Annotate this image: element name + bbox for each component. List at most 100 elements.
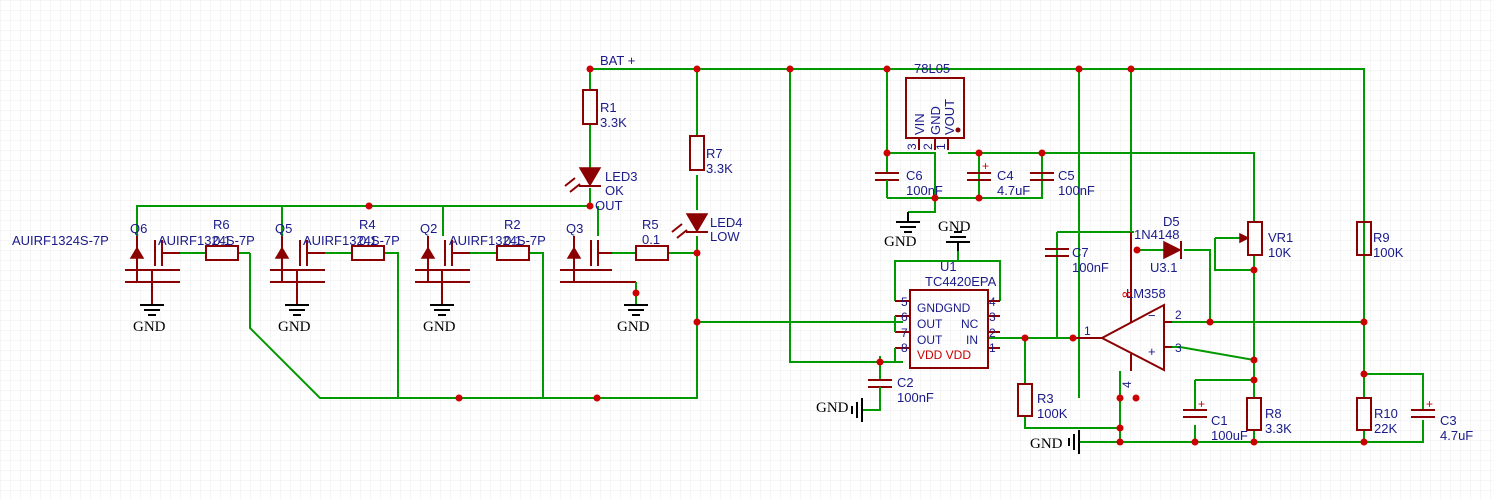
d5-value: 1N4148 (1134, 227, 1180, 242)
resistor-r9[interactable]: R9 100K (1356, 221, 1404, 260)
resistor-r3[interactable]: R3 100K (1017, 383, 1068, 421)
gnd-label: GND (278, 319, 311, 335)
gnd-q6: GND (133, 304, 166, 335)
resistor-r5[interactable]: R5 0.1 (635, 217, 669, 261)
opamp-u3[interactable]: − + U3.1 LM358 8 1 2 3 4 (1073, 232, 1182, 388)
capacitor-c3[interactable]: + C3 4.7uF (1411, 397, 1473, 443)
r10-value: 22K (1374, 421, 1397, 436)
reg-pin3: 3 (905, 143, 919, 150)
u1-ref: U1 (940, 259, 957, 274)
c2-ref: C2 (897, 375, 914, 390)
r4-ref: R4 (359, 217, 376, 232)
r5-value: 0.1 (642, 232, 660, 247)
mosfet-q6[interactable]: Q6 AUIRF1324S-7P (12, 221, 180, 305)
vr1-ref: VR1 (1268, 230, 1293, 245)
u3-n8: 8 (1120, 291, 1134, 298)
r4-value: 0.1 (359, 233, 377, 248)
reg-vin-pin: VIN (912, 113, 927, 135)
opamp-minus: − (1148, 308, 1156, 323)
u1-pin-out1: OUT (917, 317, 943, 331)
led4-ref: LED4 (710, 215, 743, 230)
capacitor-c5[interactable]: C5 100nF (1030, 168, 1095, 198)
out-net-label: OUT (595, 198, 623, 213)
u1-n1: 1 (989, 341, 996, 355)
capacitor-c6[interactable]: C6 100nF (875, 153, 943, 198)
gnd-regulator: GND (884, 212, 920, 250)
gnd-q2: GND (423, 304, 456, 335)
svg-text:+: + (1426, 397, 1433, 411)
c4-ref: C4 (997, 168, 1014, 183)
r2-value: 0.1 (504, 233, 522, 248)
led3[interactable]: LED3 OK OUT (564, 167, 638, 213)
resistor-r7[interactable]: R7 3.3K (689, 135, 733, 176)
q5-part: AUIRF1324S-7P (158, 233, 255, 248)
q3-ref: Q3 (566, 221, 583, 236)
c1-value: 100uF (1211, 428, 1248, 443)
resistor-r4[interactable]: R4 0.1 (351, 217, 385, 261)
potentiometer-vr1[interactable]: VR1 10K (1239, 221, 1293, 260)
diode-d5[interactable]: D5 1N4148 (1134, 214, 1182, 260)
u1-pin-in: IN (966, 333, 978, 347)
q3-part: AUIRF1324S-7P (449, 233, 546, 248)
reg-pin2: 2 (921, 143, 935, 150)
q2-ref: Q2 (420, 221, 437, 236)
resistor-r10[interactable]: R10 22K (1356, 397, 1398, 436)
r9-ref: R9 (1373, 230, 1390, 245)
r10-ref: R10 (1374, 406, 1398, 421)
regulator-78l05[interactable]: 78L05 VIN GND VOUT 3 2 1 (905, 61, 965, 150)
reg-gnd-pin: GND (928, 106, 943, 135)
u3-n3: 3 (1175, 341, 1182, 355)
c3-ref: C3 (1440, 413, 1457, 428)
u3-ref: U3.1 (1150, 260, 1177, 275)
mosfet-q3[interactable]: Q3 AUIRF1324S-7P (449, 221, 637, 305)
gnd-u1: GND (938, 219, 971, 251)
gnd-label: GND (617, 319, 650, 335)
mosfet-q2[interactable]: Q2 AUIRF1324S-7P (303, 221, 470, 305)
c6-ref: C6 (906, 168, 923, 183)
resistor-r1[interactable]: R1 3.3K (582, 89, 627, 130)
u1-n2: 2 (989, 326, 996, 340)
reg-part: 78L05 (914, 61, 950, 76)
r6-ref: R6 (213, 217, 230, 232)
gnd-q3: GND (617, 304, 650, 335)
capacitor-c1[interactable]: + C1 100uF (1183, 397, 1248, 443)
resistor-r8[interactable]: R8 3.3K (1246, 397, 1292, 436)
r1-value: 3.3K (600, 115, 627, 130)
r8-value: 3.3K (1265, 421, 1292, 436)
u1-pin-nc: NC (961, 317, 979, 331)
c4-value: 4.7uF (997, 183, 1030, 198)
u1-pin-out2: OUT (917, 333, 943, 347)
led4[interactable]: LED4 LOW (671, 213, 743, 244)
reg-vout-pin: VOUT (942, 99, 957, 135)
resistor-r2[interactable]: R2 0.1 (496, 217, 530, 261)
gnd-q5: GND (278, 304, 311, 335)
u1-n4: 4 (989, 295, 996, 309)
gnd-label: GND (1030, 436, 1063, 452)
capacitor-c4[interactable]: + C4 4.7uF (967, 159, 1030, 198)
c2-value: 100nF (897, 390, 934, 405)
c1-ref: C1 (1211, 413, 1228, 428)
junctions (365, 65, 1368, 446)
u1-n3: 3 (989, 310, 996, 324)
c3-value: 4.7uF (1440, 428, 1473, 443)
capacitor-c7[interactable]: C7 100nF (1045, 245, 1109, 275)
u3-part: LM358 (1126, 286, 1166, 301)
opamp-plus: + (1148, 344, 1156, 359)
gnd-main: GND (1030, 430, 1080, 454)
capacitor-c2[interactable]: C2 100nF (868, 375, 934, 410)
u1-pin-gnd: GNDGND (917, 301, 971, 315)
driver-u1[interactable]: U1 TC4420EPA GNDGND OUT NC OUT IN VDD VD… (894, 259, 1000, 369)
resistor-r6[interactable]: R6 0.1 (205, 217, 239, 261)
u3-n1: 1 (1084, 324, 1091, 338)
reg-pin1: 1 (934, 143, 948, 150)
u1-part: TC4420EPA (925, 274, 997, 289)
r5-ref: R5 (642, 217, 659, 232)
gnd-label: GND (884, 234, 917, 250)
mosfet-q5[interactable]: Q5 AUIRF1324S-7P (158, 221, 325, 305)
vr1-value: 10K (1268, 245, 1291, 260)
c6-value: 100nF (906, 183, 943, 198)
wires (136, 68, 1424, 443)
